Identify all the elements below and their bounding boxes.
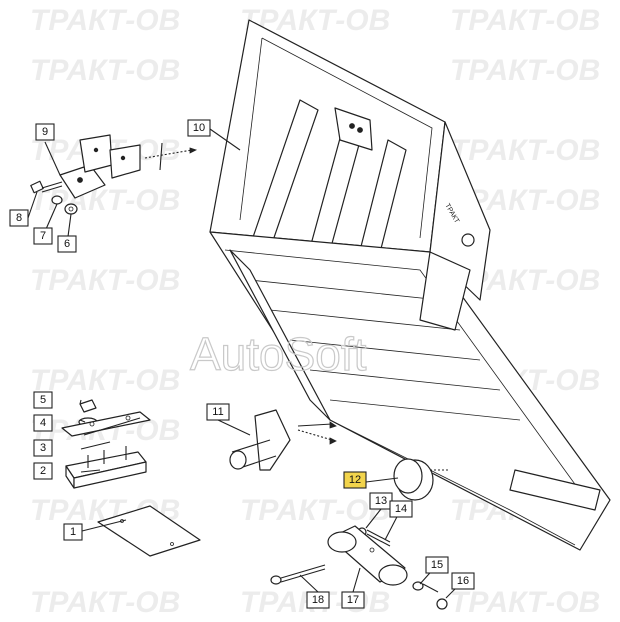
callout-8-label: 8 <box>16 212 22 224</box>
part-11-pin <box>229 409 337 471</box>
callout-10-label: 10 <box>193 122 205 134</box>
watermark-text: ТРАКТ-ОВ <box>240 494 390 527</box>
callout-7[interactable]: 7 <box>33 227 53 245</box>
callout-4[interactable]: 4 <box>33 414 53 432</box>
callout-1-label: 1 <box>70 526 76 538</box>
watermark-text: ТРАКТ-ОВ <box>30 54 180 87</box>
callout-11-label: 11 <box>212 406 223 418</box>
part-9-bracket <box>59 134 198 199</box>
callout-3[interactable]: 3 <box>33 439 53 457</box>
callout-14-label: 14 <box>395 503 407 515</box>
watermark-center: AutoSoft <box>190 328 367 380</box>
part-12-roller <box>393 458 450 501</box>
callout-6-label: 6 <box>64 238 70 250</box>
callout-4-label: 4 <box>40 417 46 429</box>
callout-6[interactable]: 6 <box>57 235 77 253</box>
callout-15-label: 15 <box>431 559 443 571</box>
callout-11[interactable]: 11 <box>206 403 230 421</box>
watermark-text: ТРАКТ-ОВ <box>30 4 180 37</box>
callout-17-label: 17 <box>347 594 359 606</box>
callouts: 1 2 3 4 5 6 7 8 <box>9 119 475 609</box>
callout-12[interactable]: 12 <box>343 471 367 489</box>
callout-13[interactable]: 13 <box>369 492 393 510</box>
callout-18-label: 18 <box>312 594 324 606</box>
callout-9-label: 9 <box>42 126 48 138</box>
callout-7-label: 7 <box>40 230 46 242</box>
callout-17[interactable]: 17 <box>341 591 365 609</box>
part-10-frame: ТРАКТ <box>209 19 611 551</box>
callout-13-label: 13 <box>375 495 387 507</box>
callout-5-label: 5 <box>40 394 46 406</box>
callout-1[interactable]: 1 <box>63 523 83 541</box>
watermark-text: ТРАКТ-ОВ <box>30 586 180 619</box>
callout-14[interactable]: 14 <box>389 500 413 518</box>
part-17-shaft <box>327 525 408 586</box>
callout-16-label: 16 <box>457 575 469 587</box>
hardware-15-16 <box>412 581 448 610</box>
callout-5[interactable]: 5 <box>33 391 53 409</box>
callout-2[interactable]: 2 <box>33 462 53 480</box>
callout-2-label: 2 <box>40 465 46 477</box>
watermark-text: ТРАКТ-ОВ <box>30 364 180 397</box>
callout-12-label: 12 <box>349 474 361 486</box>
watermark-text: ТРАКТ-ОВ <box>450 134 600 167</box>
watermark-text: ТРАКТ-ОВ <box>450 54 600 87</box>
callout-16[interactable]: 16 <box>451 572 475 590</box>
watermark-text: ТРАКТ-ОВ <box>450 586 600 619</box>
callout-9[interactable]: 9 <box>35 123 55 141</box>
part-18-pin <box>270 564 326 585</box>
watermark-text: ТРАКТ-ОВ <box>450 4 600 37</box>
callout-15[interactable]: 15 <box>425 556 449 574</box>
callout-3-label: 3 <box>40 442 46 454</box>
callout-8[interactable]: 8 <box>9 209 29 227</box>
callout-10[interactable]: 10 <box>187 119 211 137</box>
watermark-text: ТРАКТ-ОВ <box>30 264 180 297</box>
callout-18[interactable]: 18 <box>306 591 330 609</box>
